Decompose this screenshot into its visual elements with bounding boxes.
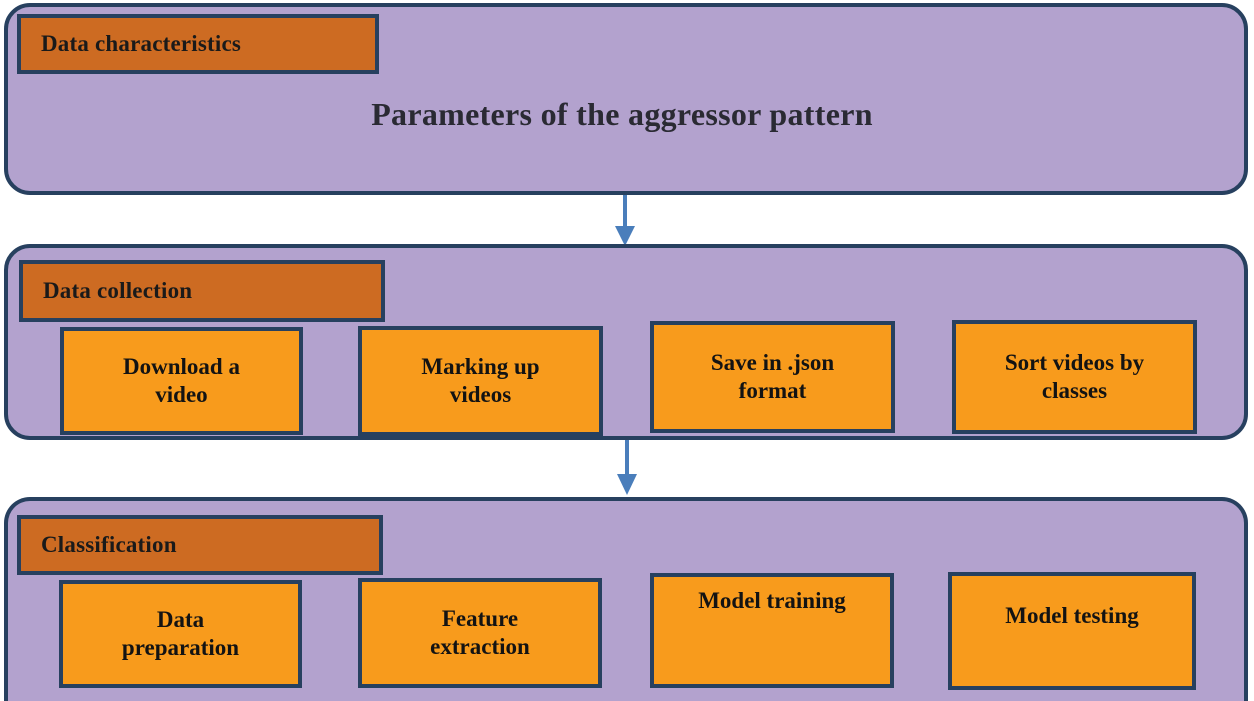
step-box-model-testing[interactable]: Model testing bbox=[948, 572, 1196, 690]
stage-header-label: Classification bbox=[41, 532, 177, 558]
step-box-download-a-video[interactable]: Download a video bbox=[60, 327, 303, 435]
stage-header-label: Data characteristics bbox=[41, 31, 242, 57]
diagram-title: Parameters of the aggressor pattern bbox=[371, 96, 873, 132]
step-box-data-preparation[interactable]: Data preparation bbox=[59, 580, 302, 688]
stage-header-classification[interactable]: Classification bbox=[17, 515, 383, 575]
step-box-sort-videos-by-classes[interactable]: Sort videos by classes bbox=[952, 320, 1197, 434]
step-box-model-training[interactable]: Model training bbox=[650, 573, 894, 688]
step-box-marking-up-videos[interactable]: Marking up videos bbox=[358, 326, 603, 436]
step-box-save-in-json-format[interactable]: Save in .json format bbox=[650, 321, 895, 433]
stage-header-data-characteristics[interactable]: Data characteristics bbox=[17, 14, 379, 74]
stage-header-label: Data collection bbox=[43, 278, 193, 304]
arrow-characteristics-to-collection bbox=[615, 195, 635, 246]
arrow-collection-to-classification bbox=[617, 440, 637, 495]
step-box-feature-extraction[interactable]: Feature extraction bbox=[358, 578, 602, 688]
stage-header-data-collection[interactable]: Data collection bbox=[19, 260, 385, 322]
